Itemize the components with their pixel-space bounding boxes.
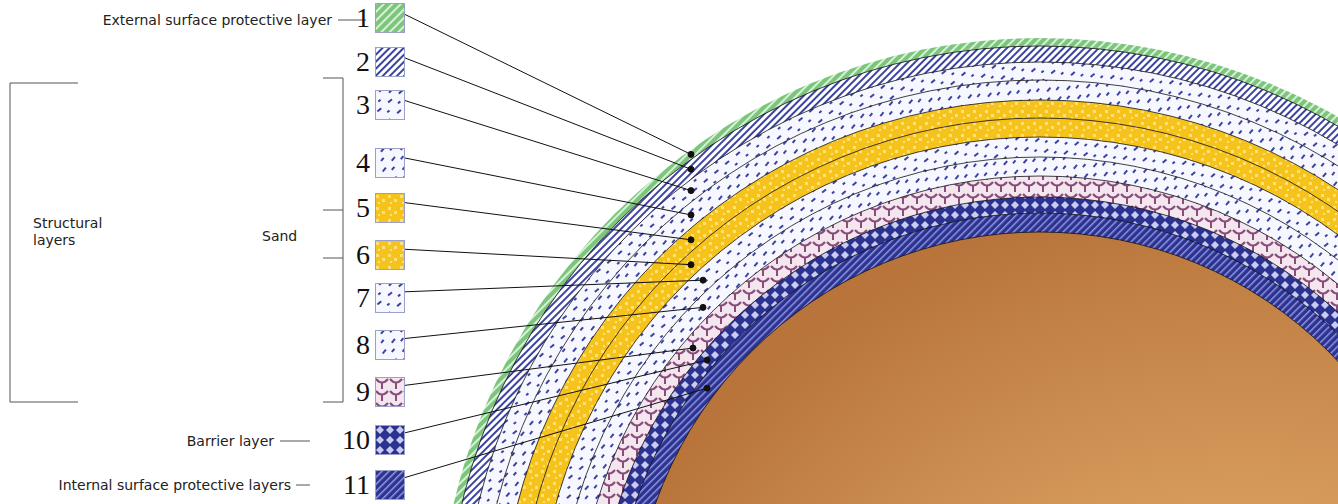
leader-dot [688, 212, 694, 218]
swatch-fill [376, 241, 405, 270]
legend-swatch [375, 330, 405, 360]
leader-line [400, 249, 691, 265]
swatch-fill [376, 331, 405, 360]
swatch-fill [376, 284, 405, 313]
group-label: Structural layers [33, 215, 133, 249]
leader-dot [704, 385, 710, 391]
swatch-fill [376, 378, 405, 407]
leader-line [400, 348, 693, 386]
leader-line [400, 307, 703, 339]
swatch-fill [376, 149, 405, 178]
swatch-fill [376, 4, 405, 33]
legend-swatch [375, 377, 405, 407]
swatch-fill [376, 426, 405, 455]
leader-dot [700, 304, 706, 310]
pipe-layer [537, 137, 1338, 504]
leader-dot [688, 166, 694, 172]
leader-dot [688, 262, 694, 268]
side-label: Internal surface protective layers [59, 477, 291, 494]
swatch-fill [376, 91, 405, 120]
pipe-layer [518, 118, 1338, 504]
leader-line [400, 99, 691, 191]
swatch-fill [376, 471, 405, 500]
legend-swatch [375, 148, 405, 178]
leader-dot [688, 237, 694, 243]
swatch-fill [376, 48, 405, 77]
callout-number: 1 [356, 3, 370, 33]
group-label: Sand [262, 228, 297, 245]
legend-swatch [375, 47, 405, 77]
leader-line [400, 388, 707, 479]
legend-swatch [375, 425, 405, 455]
side-label: External surface protective layer [103, 12, 332, 29]
callout-number: 5 [356, 193, 370, 223]
leader-line [400, 12, 691, 154]
pipe-layer [557, 157, 1338, 504]
callout-number: 7 [356, 283, 370, 313]
pipe-layer [576, 176, 1338, 504]
callout-number: 10 [342, 425, 370, 455]
leader-line [400, 202, 691, 240]
leader-line [400, 360, 707, 434]
callout-number: 9 [356, 377, 370, 407]
callout-number: 4 [356, 148, 370, 178]
legend-swatch [375, 90, 405, 120]
legend-swatch [375, 193, 405, 223]
callout-number: 6 [356, 240, 370, 270]
leader-dot [690, 345, 696, 351]
pipe-layer [446, 46, 1338, 504]
leader-dot [688, 188, 694, 194]
pipe-layer [597, 197, 1338, 504]
callout-number: 2 [356, 47, 370, 77]
leader-line [400, 280, 703, 292]
pipe-layer [613, 213, 1338, 504]
pipe-layer [480, 80, 1338, 504]
leader-dot [704, 357, 710, 363]
callout-number: 3 [356, 90, 370, 120]
legend-swatch [375, 240, 405, 270]
pipe-layer [438, 38, 1338, 504]
leader-dot [700, 277, 706, 283]
callout-number: 11 [343, 470, 370, 500]
legend-swatch [375, 283, 405, 313]
callout-number: 8 [356, 330, 370, 360]
legend-swatch [375, 470, 405, 500]
pipe-layer [500, 100, 1338, 504]
legend-swatch [375, 3, 405, 33]
pipe-bore [632, 232, 1338, 504]
pipe-layer [462, 62, 1338, 504]
swatch-fill [376, 194, 405, 223]
leader-dot [688, 151, 694, 157]
leader-line [400, 157, 691, 215]
side-label: Barrier layer [187, 433, 274, 450]
